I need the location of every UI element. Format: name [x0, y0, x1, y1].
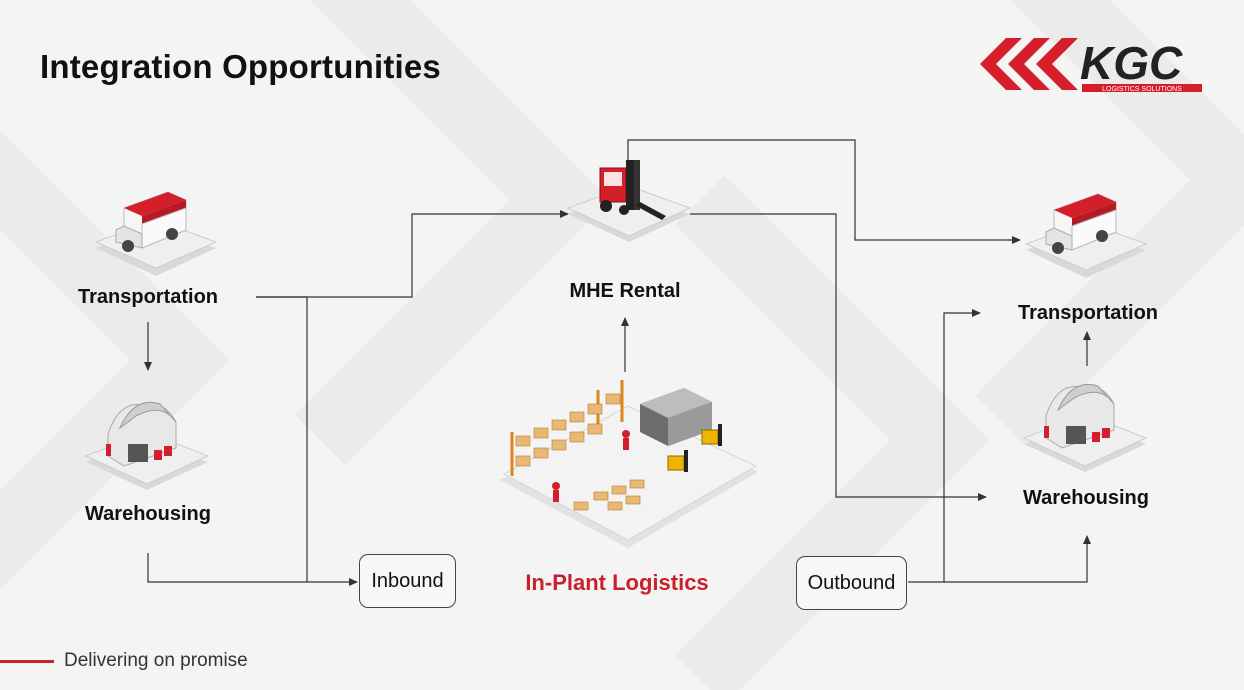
yellow-forklifts	[667, 424, 722, 472]
footer-accent-line	[0, 660, 54, 663]
logo-text: KGC	[1080, 37, 1183, 89]
forklift-icon	[566, 160, 692, 242]
connector-outbound-to-right-transport	[908, 309, 981, 583]
page-title: Integration Opportunities	[40, 48, 441, 85]
connector-left-transport-to-inbound	[256, 296, 358, 586]
connector-mhe-to-right-warehouse	[690, 213, 987, 501]
delivery-truck-icon	[1024, 193, 1148, 278]
label-left-warehousing: Warehousing	[85, 503, 211, 525]
footer-tagline: Delivering on promise	[64, 650, 248, 671]
label-in-plant-logistics: In-Plant Logistics	[525, 570, 709, 595]
label-right-warehousing: Warehousing	[1023, 487, 1149, 509]
logo-tagline: LOGISTICS SOLUTIONS	[1102, 86, 1182, 93]
warehouse-icon	[84, 402, 210, 490]
connector-left-transport-to-mhe	[256, 210, 569, 298]
warehouse-icon	[1022, 384, 1148, 472]
inbound-box: Inbound	[359, 554, 456, 608]
connector-mhe-to-right-transport	[627, 139, 1021, 244]
outbound-box: Outbound	[796, 556, 907, 610]
delivery-truck-icon	[94, 191, 218, 276]
connector-outbound-to-right-warehouse	[944, 535, 1091, 583]
kgc-logo: KGC LOGISTICS SOLUTIONS	[980, 37, 1202, 93]
label-mhe-rental: MHE Rental	[569, 280, 681, 302]
label-left-transportation: Transportation	[77, 286, 219, 308]
label-right-transportation: Transportation	[1017, 302, 1159, 324]
connector-left-warehouse-to-inbound	[147, 553, 307, 583]
in-plant-warehouse-icon	[500, 380, 758, 548]
